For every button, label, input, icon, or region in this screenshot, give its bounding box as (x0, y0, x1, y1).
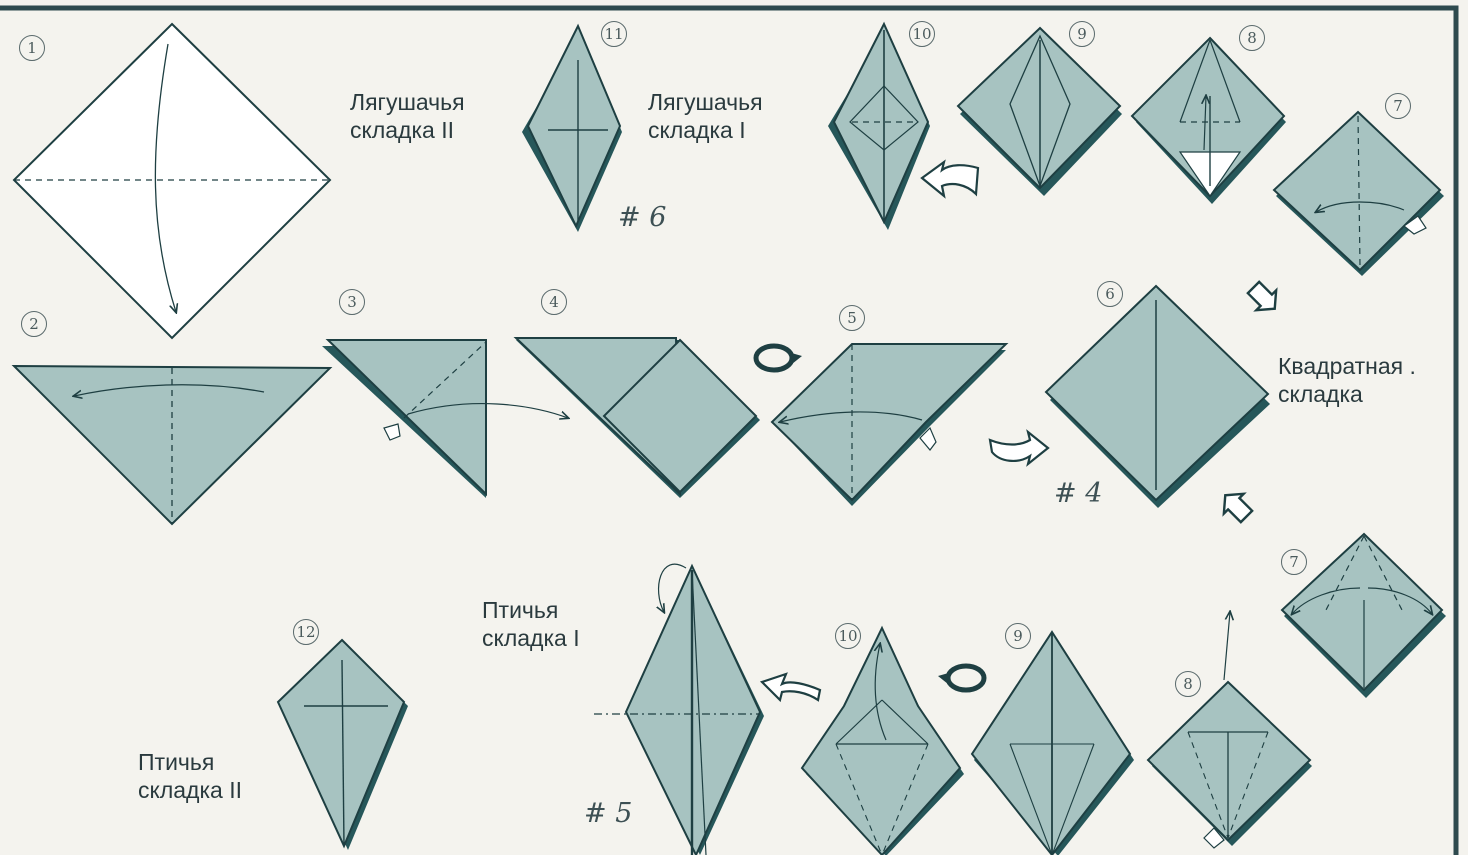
step-1-figure (12, 22, 332, 340)
square-fold-label: Квадратная . складка (1278, 353, 1416, 407)
step-number-10-bottom: 10 (835, 623, 861, 649)
step-number-1: 1 (19, 35, 45, 61)
step-number-3: 3 (339, 289, 365, 315)
frog-fold-1-label: Лягушачья складка I (648, 89, 763, 143)
step-8-bottom-figure (1146, 612, 1312, 849)
bird-fold-1-label: Птичья складка I (482, 597, 580, 651)
step-number-10-top: 10 (909, 21, 935, 47)
step-number-8-top: 8 (1239, 25, 1265, 51)
step-5-figure (770, 343, 1009, 506)
square-set-mark: # 4 (1054, 478, 1103, 509)
next-step-arrow-icon (759, 672, 822, 703)
bird-set-mark: # 5 (584, 798, 633, 829)
step-number-11: 11 (601, 21, 627, 47)
next-step-arrow-icon (920, 159, 980, 199)
turn-over-arrow-icon (938, 663, 987, 693)
step-number-7-bottom: 7 (1281, 549, 1307, 575)
step-7-top-figure (1272, 110, 1444, 276)
push-arrow-icon (1246, 280, 1278, 312)
step-number-8-bottom: 8 (1175, 671, 1201, 697)
step-number-7-top: 7 (1385, 93, 1411, 119)
step-10-top-figure (828, 21, 930, 230)
bird-fold-2-label: Птичья складка II (138, 749, 242, 803)
step-number-12: 12 (293, 619, 319, 645)
step-2-figure (11, 364, 333, 526)
page-border (0, 5, 1459, 855)
next-step-arrow-icon (988, 429, 1050, 467)
frog-fold-2-label: Лягушачья складка II (350, 89, 465, 143)
step-number-5: 5 (839, 305, 865, 331)
step-number-9-top: 9 (1069, 21, 1095, 47)
step-6-figure (1044, 284, 1270, 508)
step-number-4: 4 (541, 289, 567, 315)
turn-over-arrow-icon (753, 343, 802, 373)
bird-base-1-figure (594, 563, 764, 855)
step-8-top-figure (1130, 36, 1286, 204)
step-4-figure (513, 337, 760, 498)
step-11-figure (522, 23, 622, 232)
step-number-9-bottom: 9 (1005, 623, 1031, 649)
push-arrow-icon (1222, 492, 1254, 524)
step-7-bottom-figure (1280, 532, 1446, 698)
step-10-bottom-figure (800, 625, 964, 855)
step-12-figure (276, 638, 408, 850)
step-3-figure (322, 339, 568, 498)
step-9-top-figure (956, 26, 1122, 196)
step-number-6: 6 (1097, 281, 1123, 307)
step-9-bottom-figure (970, 630, 1134, 855)
frog-set-mark: # 6 (618, 202, 667, 233)
step-number-2: 2 (21, 311, 47, 337)
